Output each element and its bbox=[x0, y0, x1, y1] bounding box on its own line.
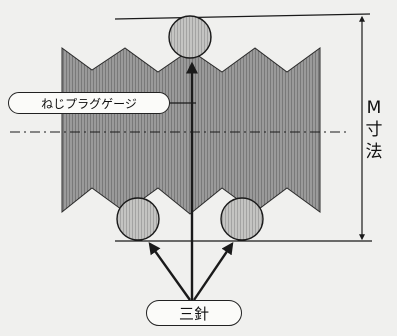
arrow-to-left-wire-icon bbox=[148, 242, 191, 301]
dimension-label-ho: 法 bbox=[365, 142, 383, 162]
wire-bottom-left-icon bbox=[116, 197, 160, 241]
arrow-to-right-wire-icon bbox=[193, 242, 234, 301]
dimension-label-sun: 寸 bbox=[365, 120, 383, 140]
dimension-label-m: M bbox=[366, 98, 382, 118]
top-measure-line bbox=[114, 13, 371, 20]
gauge-label: ねじプラグゲージ bbox=[8, 92, 170, 114]
wire-top-icon bbox=[168, 15, 212, 59]
three-wire-label: 三針 bbox=[146, 300, 242, 326]
wire-bottom-right-icon bbox=[220, 197, 264, 241]
